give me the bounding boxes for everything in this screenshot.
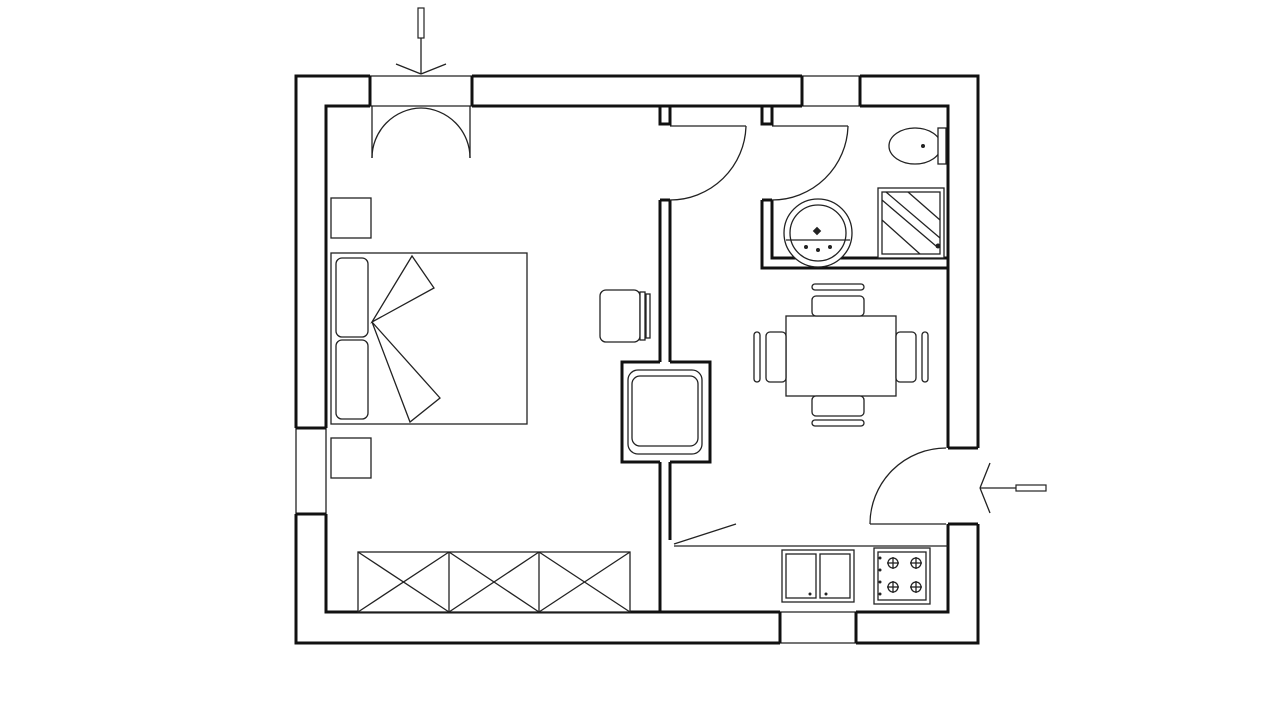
pillow: [335, 339, 369, 420]
kitchen-sink: [781, 549, 855, 603]
stool: [599, 289, 651, 343]
shower-tray: [877, 187, 945, 259]
wall-openings: [290, 70, 984, 648]
kitchen-sliding-door[interactable]: [673, 523, 948, 547]
north-window-arrow: [395, 7, 447, 75]
bedroom-door[interactable]: [669, 125, 747, 201]
dining-table: [785, 315, 897, 397]
double-bed: [330, 252, 528, 425]
bathroom-door[interactable]: [771, 125, 849, 201]
french-window[interactable]: [371, 106, 471, 159]
east-door-arrow: [979, 462, 1047, 514]
chair: [895, 331, 929, 383]
wardrobe: [357, 551, 631, 613]
chair: [753, 331, 787, 383]
chair: [811, 283, 865, 317]
armchair: [627, 369, 703, 455]
chair: [811, 395, 865, 427]
cooktop: [873, 547, 931, 605]
toilet: [888, 127, 947, 165]
washbasin: [783, 198, 853, 268]
pillow: [335, 257, 369, 338]
entrance-door[interactable]: [869, 447, 947, 525]
nightstand: [330, 437, 372, 479]
window-frames: [295, 75, 978, 644]
nightstand: [330, 197, 372, 239]
